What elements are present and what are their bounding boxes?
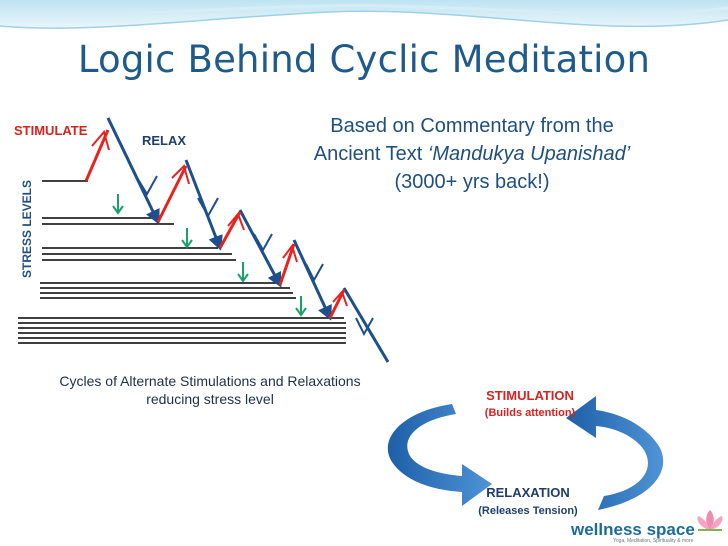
stimulation-block: STIMULATION (Builds attention) <box>470 388 590 419</box>
cycle-arrow-left <box>387 404 492 506</box>
relax-arrow <box>342 287 390 363</box>
slide-title: Logic Behind Cyclic Meditation <box>77 38 651 81</box>
commentary-text: Based on Commentary from the Ancient Tex… <box>262 112 682 196</box>
stimulate-arrowheads <box>91 129 348 307</box>
stimulate-arrow <box>84 129 110 182</box>
stimulation-subtitle: (Builds attention) <box>484 407 576 419</box>
stimulate-arrow <box>278 243 296 286</box>
stimulation-title: STIMULATION <box>486 388 574 403</box>
relaxation-title: RELAXATION <box>486 485 570 500</box>
stress-drop-arrows <box>112 194 307 317</box>
relax-arrow <box>238 209 282 288</box>
commentary-line1: Based on Commentary from the <box>330 115 614 137</box>
lotus-logo-icon <box>697 510 723 531</box>
caption-line2: reducing stress level <box>146 391 274 407</box>
stimulate-arrow <box>328 289 346 319</box>
brand-logo: wellness space Yoga, Meditation, Spiritu… <box>571 520 721 544</box>
commentary-line2-italic: ‘Mandukya Upanishad’ <box>427 143 631 165</box>
commentary-line3: (3000+ yrs back!) <box>394 171 550 193</box>
stress-level-bars <box>18 180 346 344</box>
stress-axis-label: STRESS LEVELS <box>20 179 34 279</box>
relaxation-subtitle: (Releases Tension) <box>478 505 578 517</box>
header-wave <box>0 0 728 29</box>
brand-name: wellness space <box>571 520 695 539</box>
relax-arrow <box>292 239 332 321</box>
cycle-arrows <box>387 396 664 510</box>
cycle-arrow-right <box>566 396 664 510</box>
relax-arrowheads <box>135 175 374 337</box>
commentary-line2: Ancient Text ‘Mandukya Upanishad’ <box>262 140 682 168</box>
diagram-caption: Cycles of Alternate Stimulations and Rel… <box>30 372 390 408</box>
relax-arrow <box>106 117 160 225</box>
relax-label: RELAX <box>142 133 187 148</box>
stimulate-arrows <box>84 129 346 319</box>
stimulate-label: STIMULATE <box>14 123 88 138</box>
brand-tagline: Yoga, Meditation, Spirituality & more <box>613 538 694 544</box>
relaxation-block: RELAXATION (Releases Tension) <box>466 485 590 517</box>
commentary-line2-prefix: Ancient Text <box>313 143 428 165</box>
caption-line1: Cycles of Alternate Stimulations and Rel… <box>59 373 361 389</box>
stimulate-arrow <box>218 211 242 249</box>
relax-arrows <box>106 117 390 363</box>
relax-arrow <box>184 159 223 251</box>
stimulate-arrow <box>156 165 188 223</box>
